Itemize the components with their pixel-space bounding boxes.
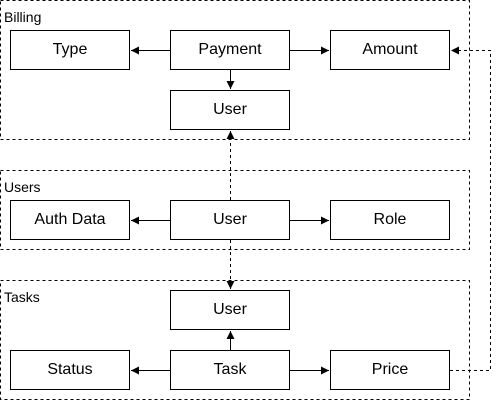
node-users-user[interactable]: User bbox=[170, 200, 290, 240]
node-billing-amount[interactable]: Amount bbox=[330, 30, 450, 70]
group-tasks-label: Tasks bbox=[4, 289, 40, 305]
node-tasks-status[interactable]: Status bbox=[10, 350, 130, 390]
node-tasks-price[interactable]: Price bbox=[330, 350, 450, 390]
node-users-role[interactable]: Role bbox=[330, 200, 450, 240]
group-users-frame bbox=[0, 170, 470, 250]
group-billing-label: Billing bbox=[4, 9, 42, 25]
group-users-label: Users bbox=[4, 179, 41, 195]
group-billing-frame bbox=[0, 0, 470, 140]
node-users-authdata[interactable]: Auth Data bbox=[10, 200, 130, 240]
node-tasks-task[interactable]: Task bbox=[170, 350, 290, 390]
group-tasks-frame bbox=[0, 280, 470, 400]
edge-price-to-amount bbox=[450, 46, 491, 371]
node-billing-user[interactable]: User bbox=[170, 90, 290, 130]
node-billing-payment[interactable]: Payment bbox=[170, 30, 290, 70]
node-billing-type[interactable]: Type bbox=[10, 30, 130, 70]
node-tasks-user[interactable]: User bbox=[170, 290, 290, 330]
